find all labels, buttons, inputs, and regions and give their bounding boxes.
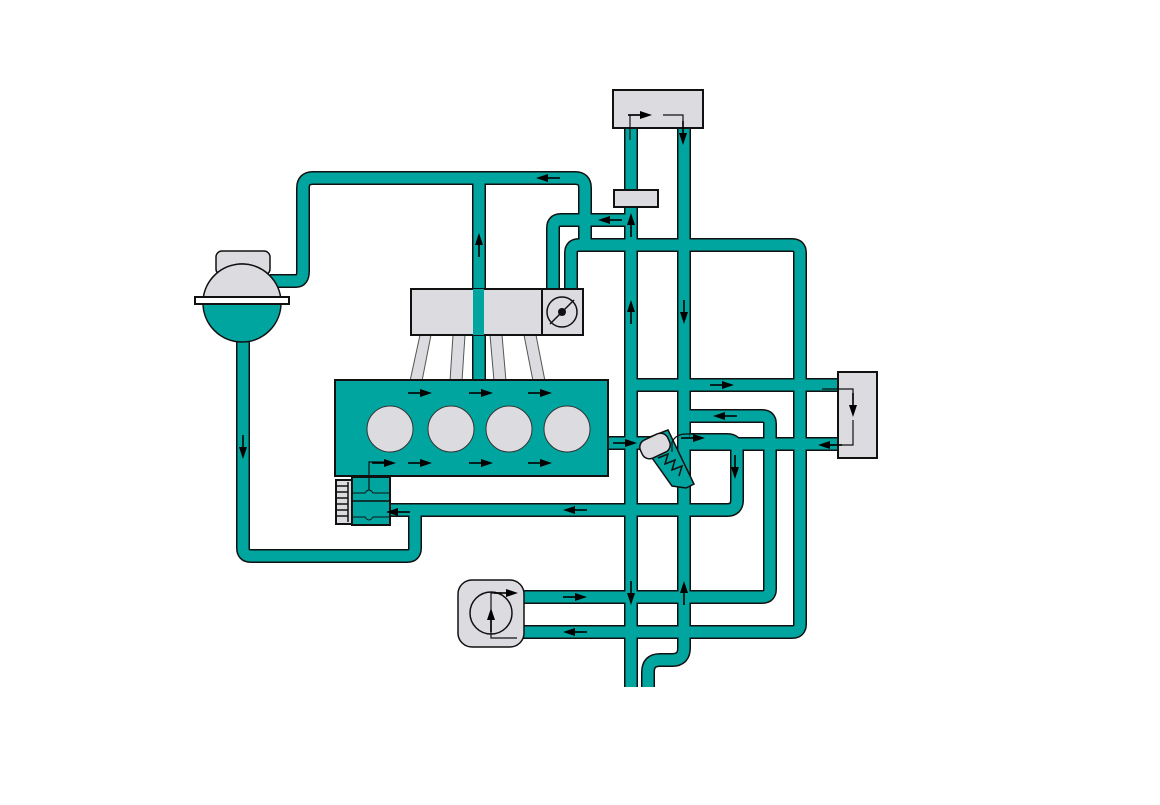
coolant-pipe [547, 214, 630, 290]
cylinder-4 [543, 405, 591, 453]
flow-arrow-up-icon [487, 608, 495, 632]
flow-arrow-right-icon [563, 593, 587, 601]
flow-arrow-right-icon [528, 389, 552, 397]
flow-arrow-up-icon [680, 581, 688, 605]
cylinder-1 [366, 405, 414, 453]
flow-arrows [239, 111, 857, 636]
flow-arrow-right-icon [469, 389, 493, 397]
flow-arrow-up-icon [475, 233, 483, 257]
flow-arrow-down-icon [680, 300, 688, 324]
flow-arrow-up-icon [627, 300, 635, 324]
cylinder-2 [427, 405, 475, 453]
pipe-outline [270, 171, 592, 288]
radiator-top-tank [612, 89, 704, 129]
flow-arrow-down-icon [239, 435, 247, 459]
thermostat [639, 429, 695, 489]
flow-arrow-left-icon [598, 216, 622, 224]
flow-arrow-down-icon [627, 581, 635, 605]
coolant-pipe [385, 434, 743, 516]
flow-arrow-down-icon [849, 393, 857, 417]
flow-arrow-down-icon [731, 455, 739, 479]
flow-arrow-down-icon [679, 121, 687, 145]
coolant-pipes [237, 128, 840, 687]
flow-arrow-right-icon [613, 439, 637, 447]
thermostat-spring-icon [657, 452, 684, 477]
tank-flange [194, 296, 290, 305]
coolant-pipe [642, 128, 690, 687]
components [194, 89, 878, 648]
flow-arrow-right-icon [469, 459, 493, 467]
flow-arrow-right-icon [628, 111, 652, 119]
engine-block [334, 379, 609, 477]
flow-arrow-left-icon [536, 174, 560, 182]
oil-cooler [335, 476, 391, 526]
flow-arrow-left-icon [563, 506, 587, 514]
flow-arrow-left-icon [386, 508, 410, 516]
flow-arrow-left-icon [818, 441, 842, 449]
temperature-sender [613, 189, 659, 208]
flow-arrow-right-icon [681, 434, 705, 442]
flow-arrow-left-icon [713, 412, 737, 420]
coolant-pipe [270, 172, 591, 287]
coolant-pipe [520, 410, 776, 603]
coolant-pipe [520, 239, 806, 638]
heater-core [837, 371, 878, 459]
expansion-tank [194, 250, 290, 343]
flow-arrow-right-icon [494, 589, 518, 597]
flow-arrow-right-icon [408, 389, 432, 397]
flow-arrow-left-icon [563, 628, 587, 636]
flow-arrow-right-icon [710, 381, 734, 389]
flow-arrow-right-icon [372, 459, 396, 467]
throttle-body [541, 288, 584, 336]
flow-arrow-up-icon [627, 213, 635, 237]
flow-arrow-right-icon [408, 459, 432, 467]
coolant-pipe [237, 340, 421, 562]
throttle-valve-icon [546, 296, 578, 328]
cylinder-3 [485, 405, 533, 453]
manifold-coolant-passage [473, 289, 484, 335]
flow-arrow-right-icon [528, 459, 552, 467]
